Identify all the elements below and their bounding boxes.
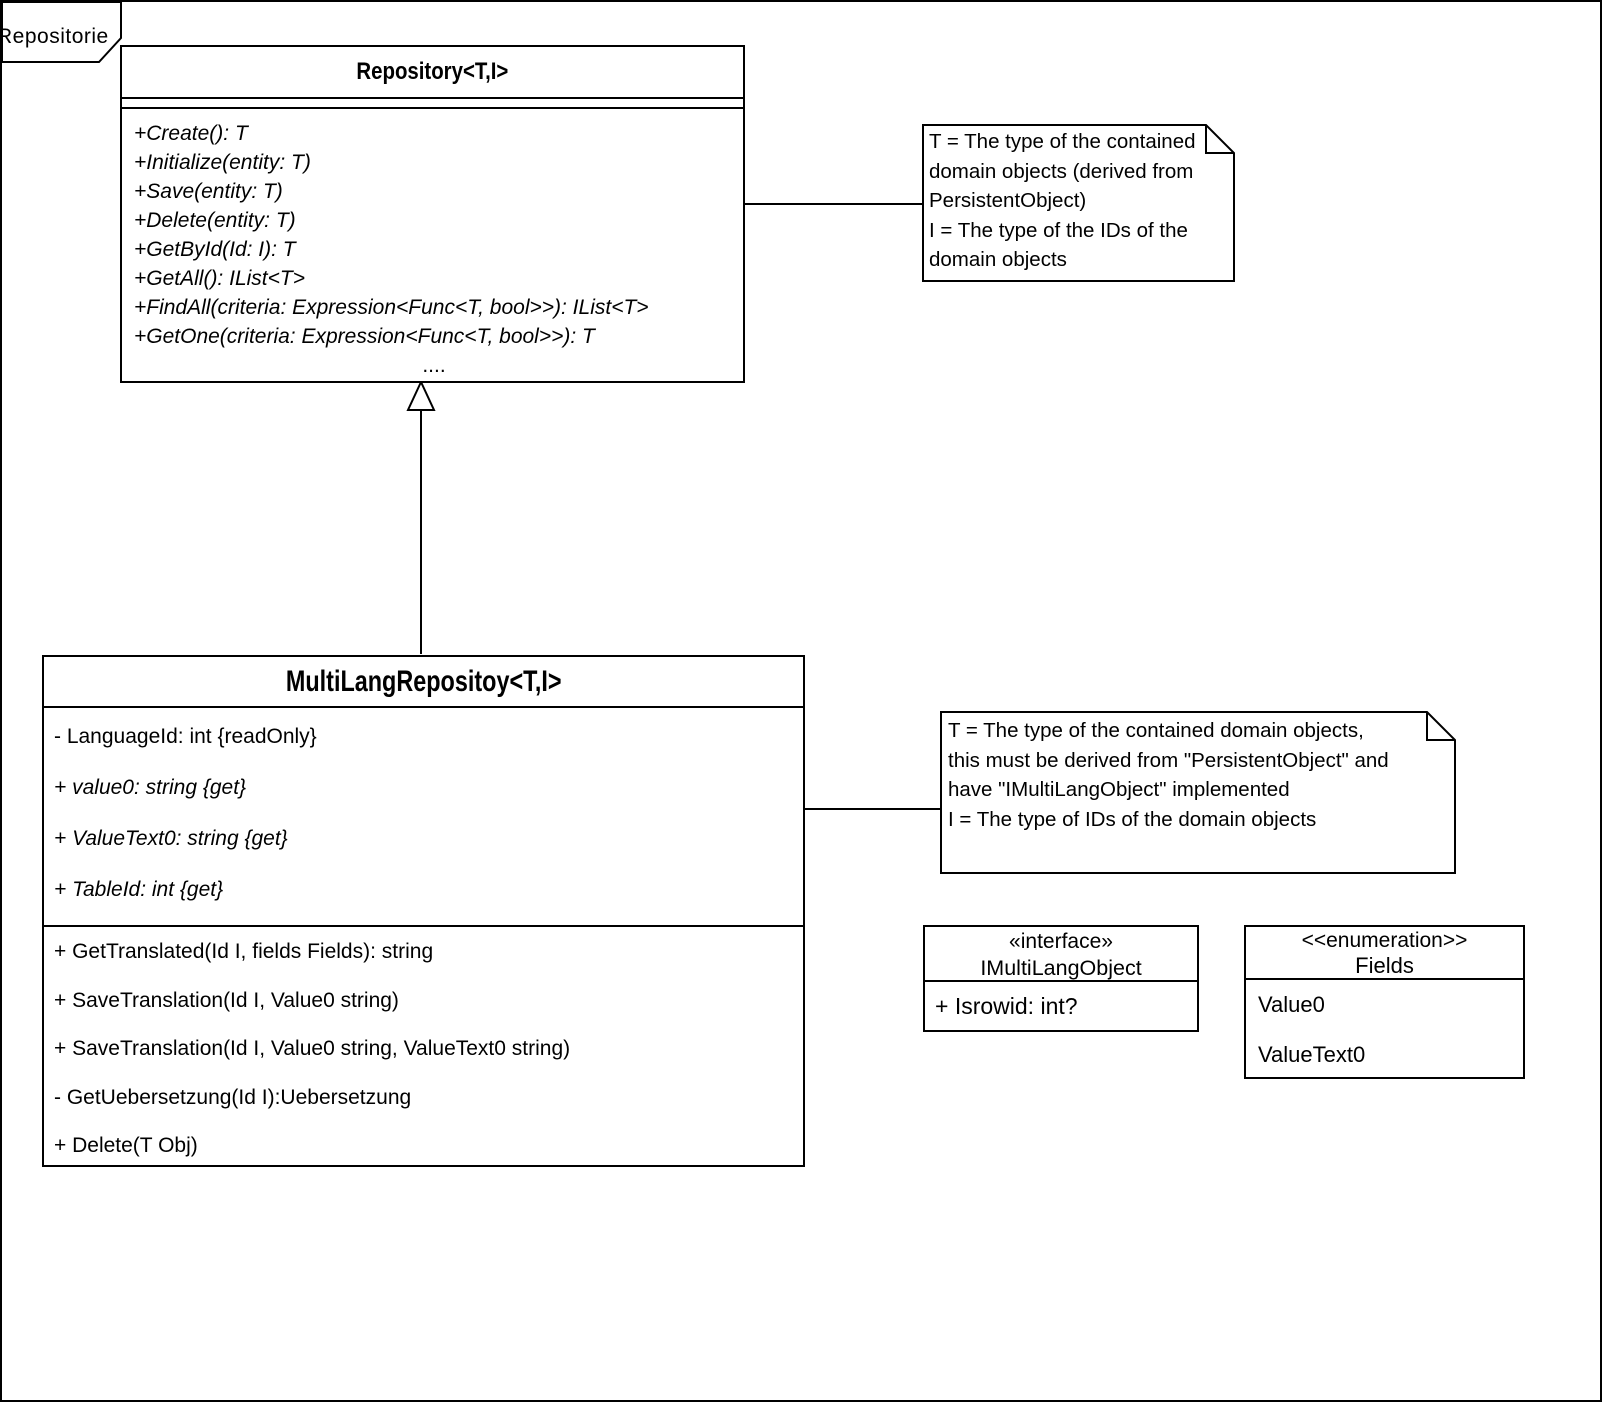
repository-method: +Create(): T xyxy=(134,122,248,145)
repository-method: +GetOne(criteria: Expression<Func<T, boo… xyxy=(134,325,595,348)
note-multilang[interactable]: T = The type of the contained domain obj… xyxy=(940,711,1456,874)
multilang-class-title: MultiLangRepositoy<T,I> xyxy=(285,665,562,698)
repository-attributes-compartment xyxy=(122,99,743,109)
repository-class-title: Repository<T,I> xyxy=(356,58,509,85)
multilang-class-title-compartment: MultiLangRepositoy<T,I> xyxy=(44,657,803,708)
interface-member: + Isrowid: int? xyxy=(935,993,1078,1019)
multilang-method: - GetUebersetzung(Id I):Uebersetzung xyxy=(54,1085,412,1109)
generalization-arrow xyxy=(406,379,436,654)
enumeration-values-compartment: Value0 ValueText0 xyxy=(1246,980,1523,1080)
repository-method: +Save(entity: T) xyxy=(134,180,283,203)
enumeration-value: Value0 xyxy=(1258,992,1325,1017)
package-tab[interactable]: Repositorie xyxy=(0,25,127,49)
enumeration-value: ValueText0 xyxy=(1258,1042,1366,1067)
enumeration-title-compartment: <<enumeration>> Fields xyxy=(1246,927,1523,980)
repository-ellipsis: .... xyxy=(422,354,446,377)
enumeration-fields[interactable]: <<enumeration>> Fields Value0 ValueText0 xyxy=(1244,925,1525,1079)
note-repository[interactable]: T = The type of the contained domain obj… xyxy=(922,124,1235,282)
multilang-method: + SaveTranslation(Id I, Value0 string) xyxy=(54,988,399,1012)
multilang-method: + SaveTranslation(Id I, Value0 string, V… xyxy=(54,1037,571,1060)
repository-method: +Initialize(entity: T) xyxy=(134,151,311,174)
hollow-triangle-arrowhead xyxy=(406,379,436,411)
repository-class[interactable]: Repository<T,I> +Create(): T +Initialize… xyxy=(120,45,745,383)
package-tab-label: Repositorie xyxy=(0,25,109,48)
multilang-attribute: + value0: string {get} xyxy=(54,776,247,799)
repository-method: +GetById(Id: I): T xyxy=(134,238,296,261)
interface-name: IMultiLangObject xyxy=(980,956,1142,980)
multilang-attribute: + TableId: int {get} xyxy=(54,878,224,901)
multilang-attributes-compartment: - LanguageId: int {readOnly} + value0: s… xyxy=(44,708,803,927)
enumeration-stereotype: <<enumeration>> xyxy=(1301,929,1468,952)
interface-imultilangobject[interactable]: «interface» IMultiLangObject + Isrowid: … xyxy=(923,925,1199,1032)
interface-title-compartment: «interface» IMultiLangObject xyxy=(925,927,1197,982)
note-text: T = The type of the contained domain obj… xyxy=(948,719,1389,831)
note-text: T = The type of the contained domain obj… xyxy=(929,130,1196,271)
multilang-method: + Delete(T Obj) xyxy=(54,1134,198,1157)
interface-members-compartment: + Isrowid: int? xyxy=(925,982,1197,1019)
note-shape xyxy=(922,124,1235,282)
repository-methods-compartment: +Create(): T +Initialize(entity: T) +Sav… xyxy=(122,109,743,380)
note-fold-corner xyxy=(1205,125,1234,154)
multilang-repository-class[interactable]: MultiLangRepositoy<T,I> - LanguageId: in… xyxy=(42,655,805,1167)
repository-method: +Delete(entity: T) xyxy=(134,209,296,232)
repository-class-title-compartment: Repository<T,I> xyxy=(122,47,743,99)
multilang-methods-compartment: + GetTranslated(Id I, fields Fields): st… xyxy=(44,927,803,1171)
repository-method: +FindAll(criteria: Expression<Func<T, bo… xyxy=(134,296,649,319)
note-fold-corner xyxy=(1426,712,1455,741)
repository-method: +GetAll(): IList<T> xyxy=(134,267,305,290)
enumeration-name: Fields xyxy=(1355,953,1414,978)
interface-stereotype: «interface» xyxy=(1009,930,1113,953)
multilang-method: + GetTranslated(Id I, fields Fields): st… xyxy=(54,940,434,963)
note-shape xyxy=(940,711,1456,874)
multilang-attribute: + ValueText0: string {get} xyxy=(54,827,288,850)
multilang-attribute: - LanguageId: int {readOnly} xyxy=(54,725,317,748)
